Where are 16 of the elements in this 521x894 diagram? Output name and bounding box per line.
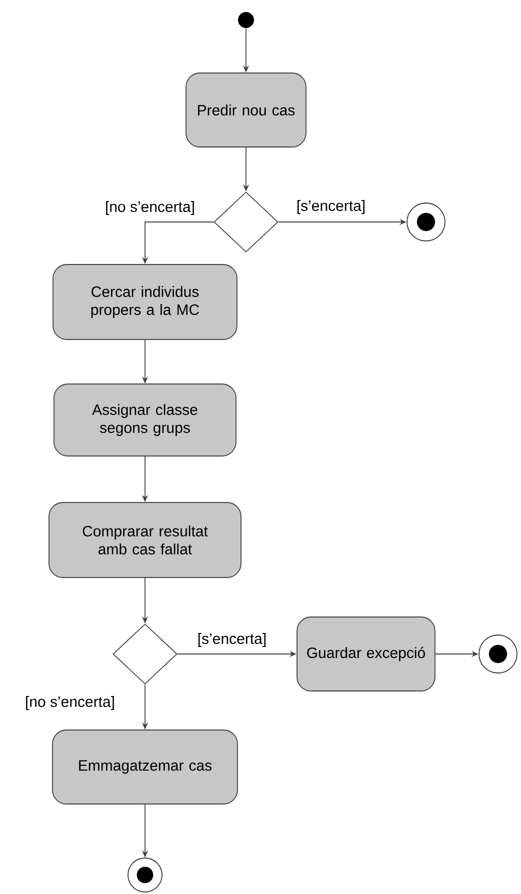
decision-diamond xyxy=(214,192,278,252)
end-symbol xyxy=(128,858,162,892)
activity-box: Predir nou cas xyxy=(186,72,306,148)
edge-label: [no s’encerta] xyxy=(24,695,116,711)
end-symbol xyxy=(406,202,446,242)
edge-label: [s’encerta] xyxy=(295,199,367,215)
end-symbol xyxy=(478,634,518,674)
edge-label: [s’encerta] xyxy=(196,632,268,648)
decision-diamond xyxy=(112,624,178,684)
start-dot xyxy=(238,12,254,28)
activity-box: Cercar individus propers a la MC xyxy=(52,264,238,340)
activity-box: Emmagatzemar cas xyxy=(52,730,238,804)
activity-box: Comprarar resultat amb cas fallat xyxy=(48,502,242,578)
edge-label: [no s’encerta] xyxy=(104,200,196,216)
activity-box: Guardar excepció xyxy=(296,616,436,692)
activity-box: Assignar classe segons grups xyxy=(54,384,236,456)
